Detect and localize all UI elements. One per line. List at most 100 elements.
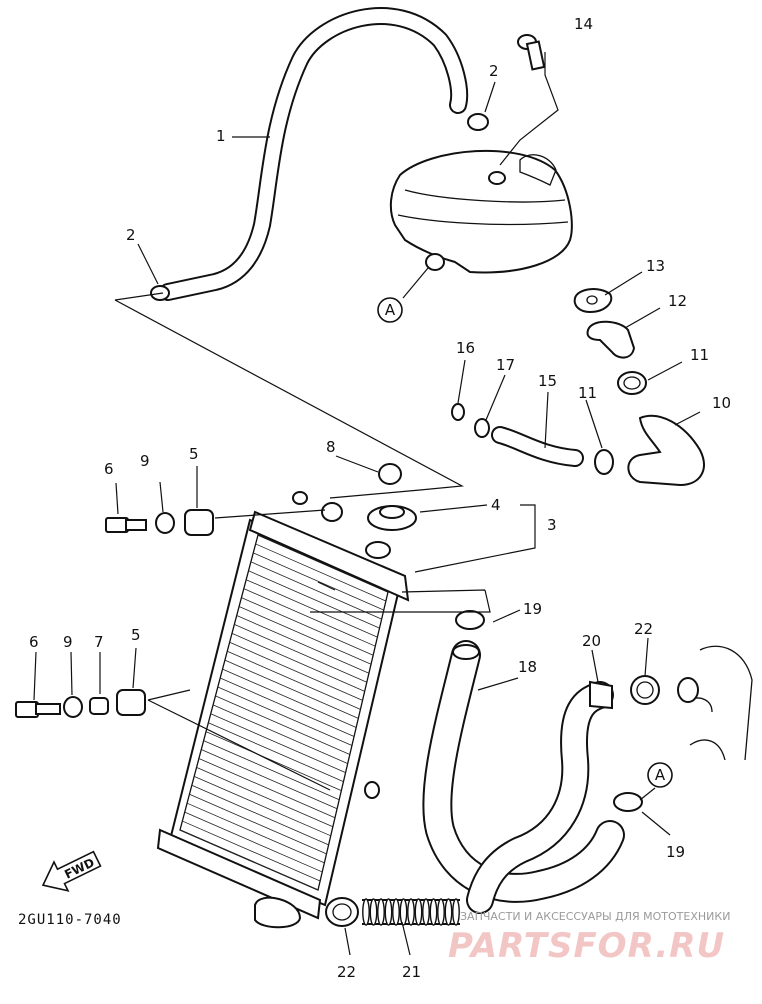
radiator	[156, 491, 410, 929]
radiator-fin-line	[189, 793, 327, 855]
ref-marker-label: A	[385, 301, 396, 319]
callout-4: 4	[491, 496, 501, 514]
callout-5: 5	[189, 445, 199, 463]
bellows-ring	[362, 898, 370, 926]
callout-13: 13	[646, 257, 665, 275]
radiator-fin-line	[182, 820, 321, 882]
radiator-fin-line	[215, 695, 350, 755]
bolt	[517, 34, 546, 71]
radiator-fin-line	[198, 758, 336, 819]
radiator-fin-line	[234, 624, 367, 683]
bellows-ring	[422, 898, 430, 926]
callout-6: 6	[29, 633, 39, 651]
callout-22: 22	[337, 963, 356, 981]
radiator-fin-line	[222, 668, 357, 728]
diagram-code: 2GU110-7040	[18, 912, 122, 928]
bellows-ring	[369, 898, 378, 926]
radiator-fins	[179, 534, 389, 891]
callout-22: 22	[634, 620, 653, 638]
callout-11: 11	[690, 346, 709, 364]
callout-9: 9	[140, 452, 150, 470]
callout-3: 3	[547, 516, 557, 534]
ref-marker-a-1: A	[377, 297, 403, 323]
mount-hardware-lower	[15, 689, 146, 718]
callout-12: 12	[668, 292, 687, 310]
radiator-fin-line	[212, 704, 348, 764]
radiator-fin-line	[210, 713, 346, 773]
radiator-fin-line	[224, 659, 359, 719]
overflow-hose	[159, 7, 469, 301]
engine-stub	[677, 645, 753, 761]
callout-2: 2	[489, 62, 499, 80]
bellows-ring	[452, 898, 460, 926]
watermark: ЗАПЧАСТИ И АКСЕССУАРЫ ДЛЯ МОТОТЕХНИКИ PA…	[448, 910, 730, 966]
callout-14: 14	[574, 15, 593, 33]
callout-8: 8	[326, 438, 336, 456]
ref-marker-label: A	[655, 766, 666, 784]
radiator-fin-line	[243, 588, 376, 647]
radiator-cap	[367, 463, 417, 531]
reservoir-tank	[389, 149, 573, 274]
radiator-fin-line	[220, 677, 355, 737]
leader-lines	[33, 52, 701, 956]
radiator-fin-line	[250, 561, 382, 620]
bellows-ring	[377, 898, 385, 926]
callouts: 1 2 2 3 4 5 5 6 6 7 8 9 9 10 11 11 12 13…	[29, 15, 731, 981]
radiator-fin-line	[179, 829, 319, 891]
radiator-fin-line	[227, 650, 361, 710]
radiator-fin-line	[229, 641, 363, 701]
radiator-fin-line	[186, 802, 325, 864]
callout-9: 9	[63, 633, 73, 651]
tank-outlet-parts	[573, 288, 705, 487]
corrugated-hose	[325, 897, 460, 927]
bellows-ring	[414, 898, 423, 926]
radiator-fin-line	[196, 767, 334, 828]
bellows-ring	[407, 898, 415, 926]
callout-11: 11	[578, 384, 597, 402]
radiator-fin-line	[253, 552, 384, 611]
radiator-fin-line	[184, 811, 323, 873]
radiator-fin-line	[236, 615, 370, 674]
fwd-arrow: FWD	[41, 850, 102, 892]
callout-20: 20	[582, 632, 601, 650]
callout-19: 19	[523, 600, 542, 618]
radiator-fin-line	[201, 749, 338, 810]
callout-17: 17	[496, 356, 515, 374]
radiator-fin-line	[208, 722, 344, 783]
callout-2: 2	[126, 226, 136, 244]
radiator-fin-line	[246, 579, 378, 638]
radiator-fin-line	[203, 740, 340, 801]
bellows-ring	[444, 898, 453, 926]
radiator-fin-line	[248, 570, 380, 629]
callout-15: 15	[538, 372, 557, 390]
radiator-fin-line	[255, 543, 387, 602]
lower-hose	[422, 610, 660, 914]
callout-6: 6	[104, 460, 114, 478]
bellows-ring	[429, 898, 438, 926]
callout-18: 18	[518, 658, 537, 676]
watermark-subtitle: ЗАПЧАСТИ И АКСЕССУАРЫ ДЛЯ МОТОТЕХНИКИ	[460, 910, 730, 923]
callout-21: 21	[402, 963, 421, 981]
radiator-fin-line	[238, 606, 372, 665]
mount-hardware-upper	[105, 509, 214, 536]
callout-5: 5	[131, 626, 141, 644]
radiator-fin-line	[217, 686, 353, 746]
callout-1: 1	[216, 127, 226, 145]
radiator-fin-line	[191, 784, 329, 846]
bellows-ring	[392, 898, 400, 926]
watermark-brand: PARTSFOR.RU	[448, 926, 725, 966]
bellows-ring	[437, 898, 445, 926]
radiator-fin-line	[205, 731, 342, 792]
callout-10: 10	[712, 394, 731, 412]
callout-16: 16	[456, 339, 475, 357]
ref-marker-a-2: A	[647, 762, 673, 788]
radiator-fin-line	[194, 775, 331, 837]
bellows-ring	[384, 898, 393, 926]
radiator-fin-line	[241, 597, 374, 656]
bellows-ring	[399, 898, 408, 926]
hose-clamp	[150, 113, 489, 301]
callout-19: 19	[666, 843, 685, 861]
radiator-fin-line	[231, 632, 365, 692]
breather-hose	[451, 403, 614, 475]
